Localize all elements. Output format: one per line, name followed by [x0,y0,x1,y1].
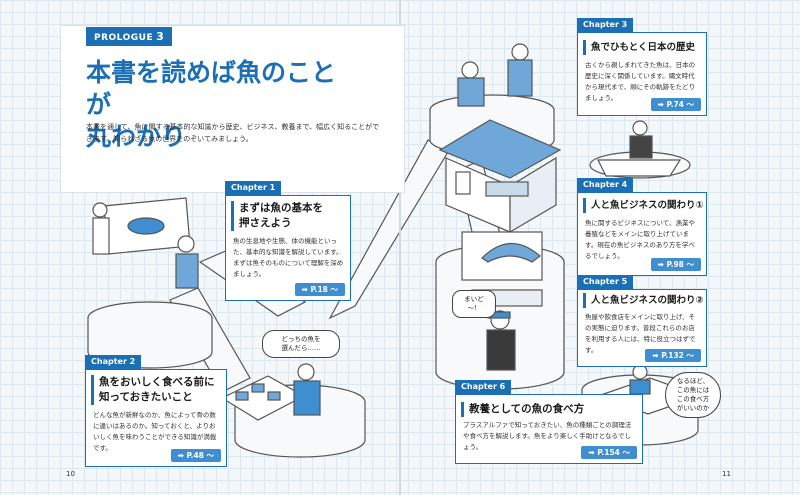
chapter-3-description: 古くから親しまれてきた魚は、日本の歴史に深く関係しています。縄文時代から現代まで… [585,61,696,102]
chapter-1-label: Chapter 1 [225,181,282,195]
chapter-3-title: 魚でひもとく日本の歴史 [583,40,695,55]
chapter-1-page-link[interactable]: ➡ P.18 ～ [294,283,345,296]
speech-bubble-eat-this-way: なるほど、 この魚には この食べ方 がいいのか [665,372,721,418]
chapter-5-label: Chapter 5 [577,275,634,289]
chapter-2-title: 魚をおいしく食べる前に 知っておきたいこと [91,375,215,405]
chapter-3-label: Chapter 3 [577,18,634,32]
chapter-6-description: プラスアルファで知っておきたい、魚の種類ごとの調理法や食べ方を解説します。魚をよ… [463,421,632,451]
speech-bubble-shop-greeting: まいど～！ [452,290,496,318]
chapter-6-page-link[interactable]: ➡ P.154 ～ [581,446,637,459]
chapter-4-label: Chapter 4 [577,178,634,192]
chapter-2-description: どんな魚が新鮮なのか、魚によって骨の数に違いはあるのか。知っておくと、よりおいし… [93,411,217,452]
chapter-6-card: Chapter 6 教養としての魚の食べ方 プラスアルファで知っておきたい、魚の… [455,380,643,464]
chapter-2-card: Chapter 2 魚をおいしく食べる前に 知っておきたいこと どんな魚が新鮮な… [85,355,227,467]
chapter-1-card: Chapter 1 まずは魚の基本を 押さえよう 魚の生息地や生態、体の機能とい… [225,181,351,301]
chapter-6-label: Chapter 6 [455,380,512,394]
chapter-1-description: 魚の生息地や生態、体の機能といった、基本的な知識を解説しています。まずは魚そのも… [233,237,344,278]
chapter-4-description: 魚に関するビジネスについて、漁業や養殖などをメインに取り上げています。現在の魚ビ… [585,219,695,260]
folio-right: 11 [722,470,731,478]
chapter-5-card: Chapter 5 人と魚ビジネスの関わり② 魚屋や飲食店をメインに取り上げ、そ… [577,275,707,367]
chapter-2-page-link[interactable]: ➡ P.48 ～ [170,449,221,462]
chapter-3-page-link[interactable]: ➡ P.74 ～ [650,98,701,111]
chapter-2-label: Chapter 2 [85,355,142,369]
chapter-3-card: Chapter 3 魚でひもとく日本の歴史 古くから親しまれてきた魚は、日本の歴… [577,18,707,116]
prologue-label: PROLOGUE [94,33,154,43]
chapter-5-page-link[interactable]: ➡ P.132 ～ [645,349,701,362]
chapter-4-page-link[interactable]: ➡ P.98 ～ [650,258,701,271]
speech-bubble-choose-fish: どっちの魚を 選んだら…… [262,330,340,358]
folio-left: 10 [66,470,75,478]
chapter-5-description: 魚屋や飲食店をメインに取り上げ、その実態に迫ります。普段これらのお店を利用する人… [585,313,696,354]
page-gutter [399,0,401,495]
page-title: 本書を読めば魚のことが 丸わかり [86,58,337,151]
chapter-4-title: 人と魚ビジネスの関わり① [583,198,704,213]
prologue-number: 3 [156,30,165,43]
chapter-4-card: Chapter 4 人と魚ビジネスの関わり① 魚に関するビジネスについて、漁業や… [577,178,707,276]
chapter-5-title: 人と魚ビジネスの関わり② [583,293,704,308]
intro-text: 本書を通して、魚に関する基本的な知識から歴史、ビジネス、教養まで、幅広く知ること… [86,123,380,143]
chapter-6-title: 教養としての魚の食べ方 [461,402,584,417]
chapter-1-title: まずは魚の基本を 押さえよう [231,201,323,231]
